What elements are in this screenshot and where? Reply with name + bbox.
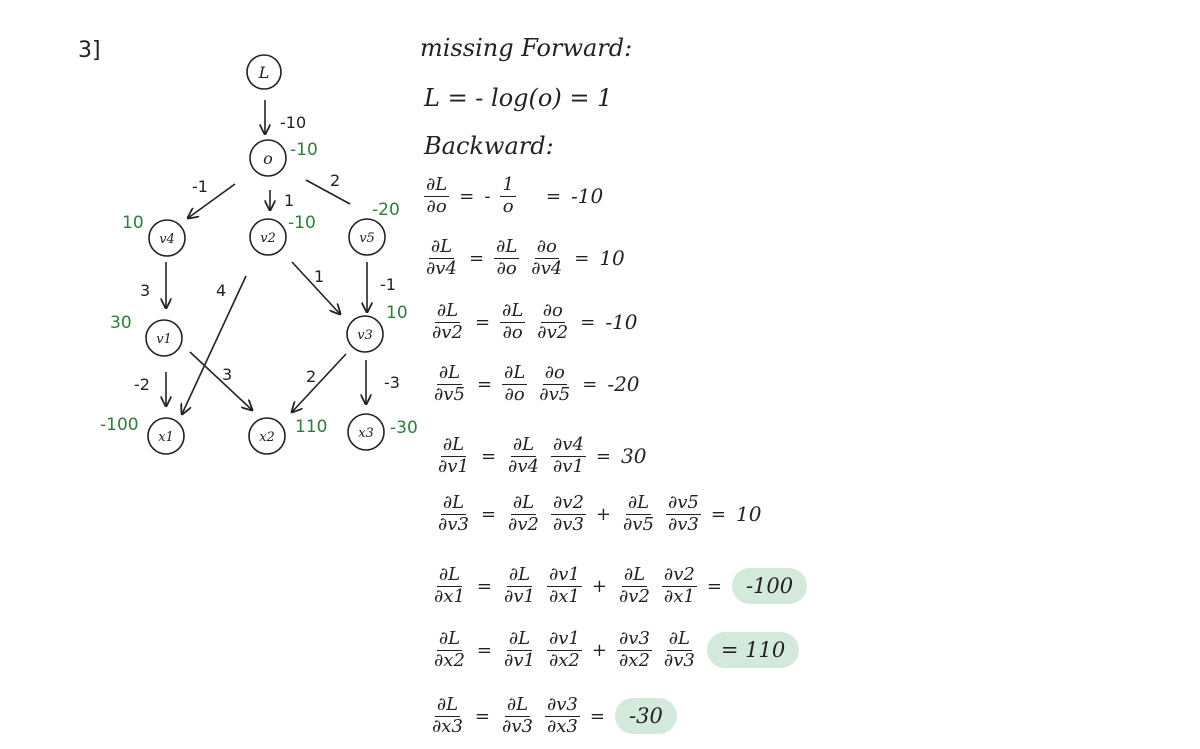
weight-v1-x2: 3: [222, 365, 232, 384]
weight-v2-v3: 1: [314, 267, 324, 286]
computation-graph: L o v4 v2 v5 v1 v3 x1 x2 x3 -10 -1 1 2 3…: [100, 54, 418, 455]
node-v4-circle: [148, 219, 186, 257]
weight-v3-x3: -3: [384, 373, 400, 392]
weight-v4-v1: 3: [140, 281, 150, 300]
node-l-label: L: [258, 63, 270, 82]
highlighted-result: = 110: [706, 632, 800, 669]
edge-o-v5: [305, 179, 351, 205]
result-value: 10: [735, 502, 762, 527]
result-value: -20: [607, 372, 640, 397]
grad-v1: 30: [110, 313, 132, 333]
grad-v3: 10: [386, 303, 408, 323]
node-x2-label: x2: [259, 430, 275, 445]
edge-v2-v3: [291, 261, 340, 314]
weight-v2-x1: 4: [216, 281, 226, 300]
weight-o-v2: 1: [284, 191, 294, 210]
weight-o-v4: -1: [192, 177, 208, 196]
node-v5-label: v5: [359, 231, 375, 246]
backward-header: Backward:: [424, 132, 554, 160]
equation-dl-dv5: ∂L∂v5 = ∂L∂o ∂o∂v5 = -20: [434, 362, 640, 405]
edge-v2-x1: [182, 275, 247, 414]
highlighted-result: -100: [731, 568, 808, 605]
node-v3-label: v3: [357, 328, 373, 343]
equation-dl-dv3: ∂L∂v3 = ∂L∂v2 ∂v2∂v3 + ∂L∂v5 ∂v5∂v3 = 10: [438, 492, 762, 535]
equation-dl-dv2: ∂L∂v2 = ∂L∂o ∂o∂v2 = -10: [432, 300, 638, 343]
node-v5-circle: [348, 218, 386, 256]
node-v2-circle: [249, 218, 287, 256]
edge-v1-x2: [189, 351, 252, 410]
grad-o: -10: [290, 140, 318, 160]
equation-dl-dv4: ∂L∂v4 = ∂L∂o ∂o∂v4 = 10: [426, 236, 625, 279]
node-v1-label: v1: [156, 332, 172, 347]
node-x2-circle: [248, 417, 286, 455]
weight-v3-x2: 2: [306, 367, 316, 386]
node-v4-label: v4: [159, 232, 175, 247]
equation-dl-dx2: ∂L∂x2 = ∂L∂v1 ∂v1∂x2 + ∂v3∂x2 ∂L∂v3 = 11…: [432, 629, 800, 671]
result-value: 10: [599, 246, 625, 271]
lhs-fraction: ∂L∂o: [424, 174, 450, 217]
node-v3-circle: [346, 315, 384, 353]
result-value: 30: [621, 444, 647, 469]
grad-v5: -20: [372, 200, 400, 220]
edge-o-v4: [188, 183, 236, 218]
grad-v4: 10: [122, 213, 144, 233]
edge-v3-x2: [292, 353, 347, 412]
forward-header: missing Forward:: [420, 34, 633, 62]
node-o-circle: [249, 139, 287, 177]
node-v2-label: v2: [260, 231, 276, 246]
result-value: -10: [571, 184, 604, 209]
forward-equation: L = - log(o) = 1: [424, 84, 613, 112]
node-l-circle: [246, 54, 282, 90]
node-v1-circle: [145, 319, 183, 357]
node-x3-circle: [347, 413, 385, 451]
highlighted-result: -30: [614, 698, 677, 735]
node-x3-label: x3: [358, 426, 374, 441]
equation-dl-dv1: ∂L∂v1 = ∂L∂v4 ∂v4∂v1 = 30: [438, 434, 647, 477]
equation-dl-dx1: ∂L∂x1 = ∂L∂v1 ∂v1∂x1 + ∂L∂v2 ∂v2∂x1 = -1…: [432, 565, 808, 607]
grad-x3: -30: [390, 418, 418, 438]
problem-label: 3]: [78, 38, 101, 63]
grad-x1: -100: [100, 415, 139, 435]
node-x1-circle: [147, 417, 185, 455]
equation-dl-dx3: ∂L∂x3 = ∂L∂v3 ∂v3∂x3 = -30: [430, 695, 677, 737]
node-o-label: o: [263, 149, 273, 168]
grad-v2: -10: [288, 213, 316, 233]
node-x1-label: x1: [158, 430, 174, 445]
weight-o-v5: 2: [330, 171, 340, 190]
result-value: -10: [605, 310, 638, 335]
weight-v1-x1: -2: [134, 375, 150, 394]
weight-v5-v3: -1: [380, 275, 396, 294]
weight-l-o: -10: [280, 113, 306, 132]
grad-x2: 110: [295, 417, 327, 437]
